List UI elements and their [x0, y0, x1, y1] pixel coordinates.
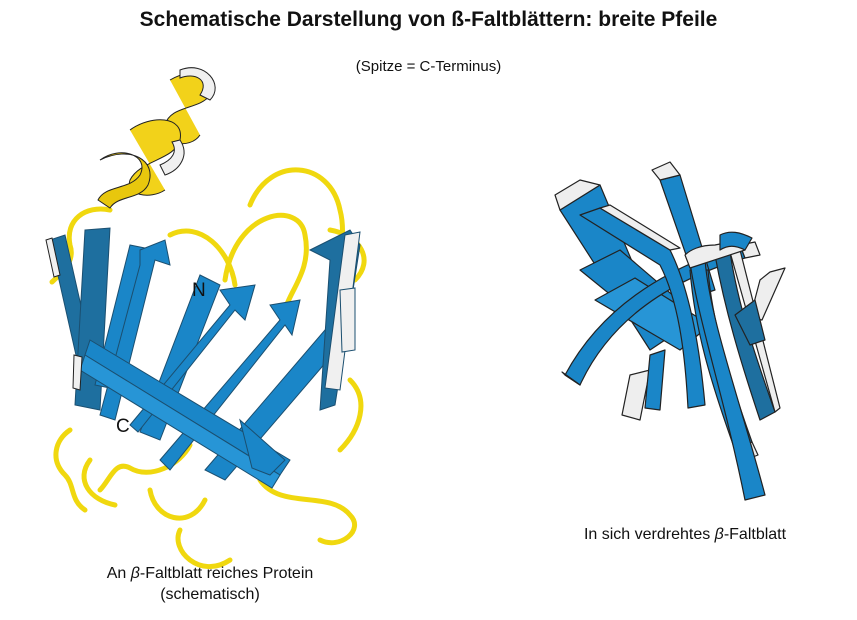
- left-caption-greek: β: [130, 565, 140, 582]
- left-caption-line2: (schematisch): [160, 586, 260, 603]
- strand-6: [579, 207, 706, 409]
- right-caption-pre: In sich verdrehtes: [583, 526, 715, 543]
- right-caption-post: -Faltblatt: [723, 526, 787, 543]
- strand-15: [734, 299, 766, 346]
- left-caption-post: -Faltblatt reiches Protein: [139, 565, 314, 582]
- right-caption: In sich verdrehtes β-Faltblatt: [530, 524, 840, 545]
- page-title: Schematische Darstellung von ß-Faltblätt…: [139, 8, 718, 31]
- strand-11: [644, 349, 666, 411]
- strand-10: [621, 369, 651, 421]
- twisted-sheet-cartoon: [554, 161, 786, 501]
- left-caption: An β-Faltblatt reiches Protein (schemati…: [30, 563, 390, 605]
- c-terminus-label: C: [116, 416, 130, 437]
- left-caption-pre: An: [106, 565, 131, 582]
- right-caption-greek: β: [714, 526, 724, 543]
- strand-13: [719, 231, 753, 251]
- beta-strands: [49, 227, 361, 489]
- strand-edges: [45, 237, 83, 391]
- alpha-helix: [97, 67, 216, 209]
- page-subtitle: (Spitze = C-Terminus): [355, 58, 502, 75]
- strand-8: [689, 259, 766, 501]
- n-terminus-label: N: [192, 280, 206, 301]
- protein-cartoon: N C: [45, 67, 367, 569]
